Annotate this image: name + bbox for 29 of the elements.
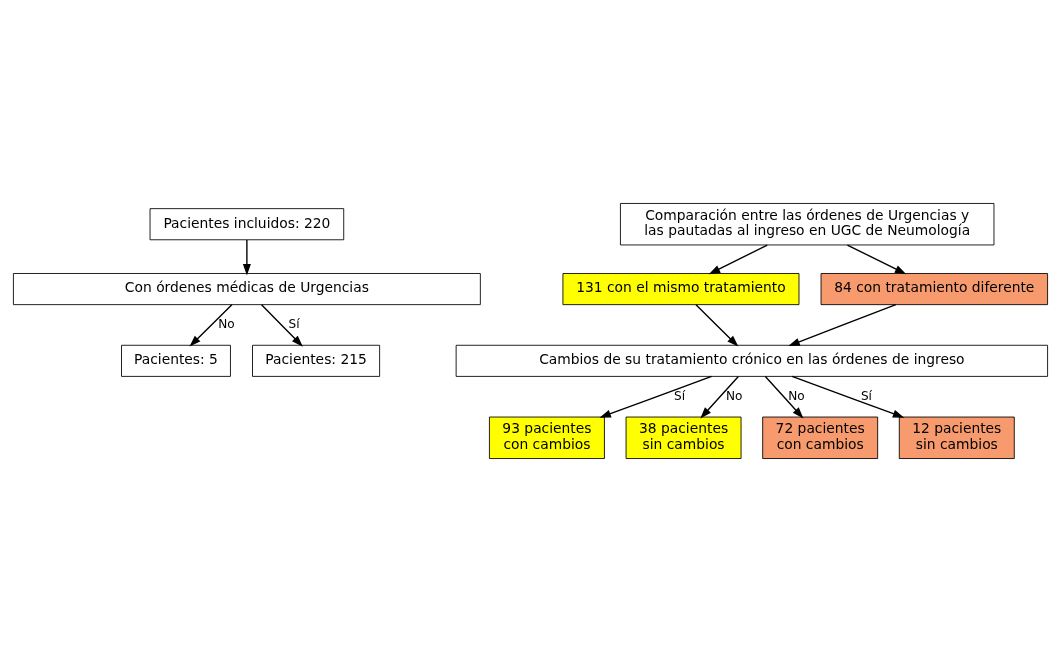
node-box: 72 pacientes con cambios xyxy=(762,416,879,459)
edge-label: No xyxy=(725,388,743,403)
arrow xyxy=(189,304,233,347)
node-box: Pacientes incluidos: 220 xyxy=(149,208,345,241)
node-box: Comparación entre las órdenes de Urgencias y las pautadas al ingreso en UGC de Neumología xyxy=(620,203,995,246)
arrow xyxy=(788,304,897,346)
edge-label: No xyxy=(788,388,805,403)
edge-label: Sí xyxy=(674,388,686,403)
arrow xyxy=(242,239,251,276)
node-box: 84 con tratamiento diferente xyxy=(820,273,1048,306)
arrow xyxy=(846,244,907,275)
arrow xyxy=(599,375,713,418)
arrow xyxy=(791,375,905,418)
arrow xyxy=(708,244,768,275)
node-box: 93 pacientes con cambios xyxy=(489,416,605,459)
node-box: Cambios de su tratamiento crónico en las órdenes de ingreso xyxy=(455,344,1048,377)
node-box: Con órdenes médicas de Urgencias xyxy=(13,273,481,306)
node-box: 38 pacientes sin cambios xyxy=(625,416,742,459)
arrow xyxy=(260,304,303,347)
arrow xyxy=(700,375,740,419)
arrow xyxy=(764,375,804,419)
node-box: 12 pacientes sin cambios xyxy=(898,416,1015,459)
edge-label: Sí xyxy=(288,317,300,332)
node-box: Pacientes: 5 xyxy=(121,344,231,377)
node-box: Pacientes: 215 xyxy=(252,344,381,377)
edge-label: No xyxy=(218,317,235,332)
node-box: 131 con el mismo tratamiento xyxy=(562,273,800,306)
edge-label: Sí xyxy=(860,388,872,403)
arrow xyxy=(695,304,739,347)
